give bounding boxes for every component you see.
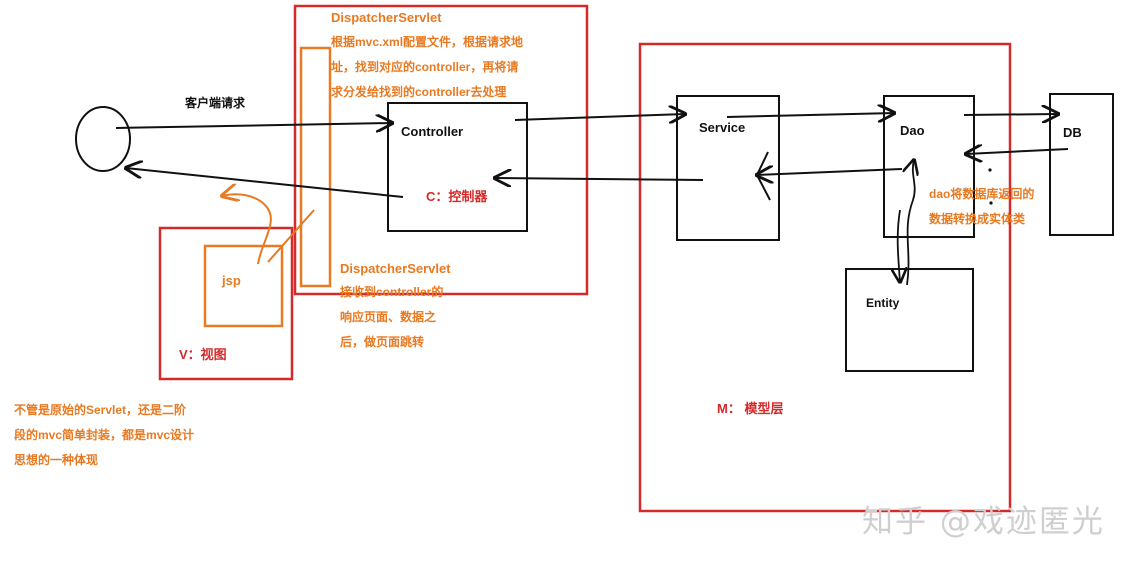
arrow-dao-to-service <box>757 169 903 175</box>
dao-box <box>883 95 975 238</box>
dispatcher-bottom-note: 接收到controller的 响应页面、数据之 后，做页面跳转 <box>340 280 443 355</box>
entity-label: Entity <box>866 296 900 310</box>
dispatcher-servlet-bar <box>299 46 332 288</box>
dao-label: Dao <box>900 123 925 138</box>
arrow-dao-to-entity <box>898 209 900 282</box>
db-box <box>1049 93 1114 236</box>
note-line: 址，找到对应的controller，再将请 <box>331 60 519 74</box>
dispatcher-top-title: DispatcherServlet <box>331 10 442 25</box>
arrow-service-to-controller <box>495 178 704 180</box>
mvc-note: 不管是原始的Servlet，还是二阶 段的mvc简单封装，都是mvc设计 思想的… <box>14 398 194 473</box>
db-label: DB <box>1063 125 1082 140</box>
dispatcher-top-note: 根据mvc.xml配置文件，根据请求地 址，找到对应的controller，再将… <box>331 30 523 105</box>
orange-arrow-jsp-to-dispatcher <box>222 194 272 265</box>
arrow-db-to-dao <box>966 149 1069 154</box>
arrow-service-to-dao <box>726 113 894 117</box>
orange-stroke-dispatcher-jsp <box>267 209 315 263</box>
note-line: 思想的一种体现 <box>14 453 99 467</box>
arrow-client-to-controller <box>115 123 392 128</box>
dot-mark <box>988 168 992 172</box>
arrow-controller-to-client <box>126 168 404 198</box>
controller-role-label: C：控制器 <box>426 189 488 204</box>
view-role-label: V：视图 <box>179 347 227 362</box>
controller-box <box>387 102 528 232</box>
jsp-label: jsp <box>222 273 241 288</box>
arrow-dao-to-db <box>963 114 1058 115</box>
dispatcher-bottom-title: DispatcherServlet <box>340 261 451 276</box>
note-line: 不管是原始的Servlet，还是二阶 <box>14 403 187 417</box>
note-line: 求分发给找到的controller去处理 <box>331 85 507 99</box>
note-line: 后，做页面跳转 <box>340 335 425 349</box>
model-role-label: M： 模型层 <box>717 401 784 416</box>
arrow-entity-to-dao <box>907 160 915 286</box>
service-label: Service <box>699 120 746 135</box>
note-line: 响应页面、数据之 <box>340 310 437 324</box>
controller-label: Controller <box>401 124 464 139</box>
arrow-controller-to-service <box>514 114 685 120</box>
client-request-label: 客户端请求 <box>185 96 246 110</box>
dot-mark <box>989 201 993 205</box>
note-line: 根据mvc.xml配置文件，根据请求地 <box>331 35 524 49</box>
note-line: dao将数据库返回的 <box>929 187 1035 201</box>
watermark: 知乎 @戏迹匿光 <box>862 504 1105 540</box>
jsp-box <box>203 244 284 328</box>
note-line: 接收到controller的 <box>340 285 444 299</box>
entity-box <box>845 268 974 372</box>
service-box <box>676 95 780 241</box>
dispatcher-region <box>293 4 589 296</box>
view-region <box>158 226 294 381</box>
note-line: 数据转换成实体类 <box>929 212 1026 226</box>
client-circle <box>75 106 131 172</box>
note-line: 段的mvc简单封装，都是mvc设计 <box>14 428 195 442</box>
dao-note: dao将数据库返回的 数据转换成实体类 <box>929 182 1034 232</box>
service-mark <box>755 151 771 201</box>
model-region <box>638 42 1012 513</box>
